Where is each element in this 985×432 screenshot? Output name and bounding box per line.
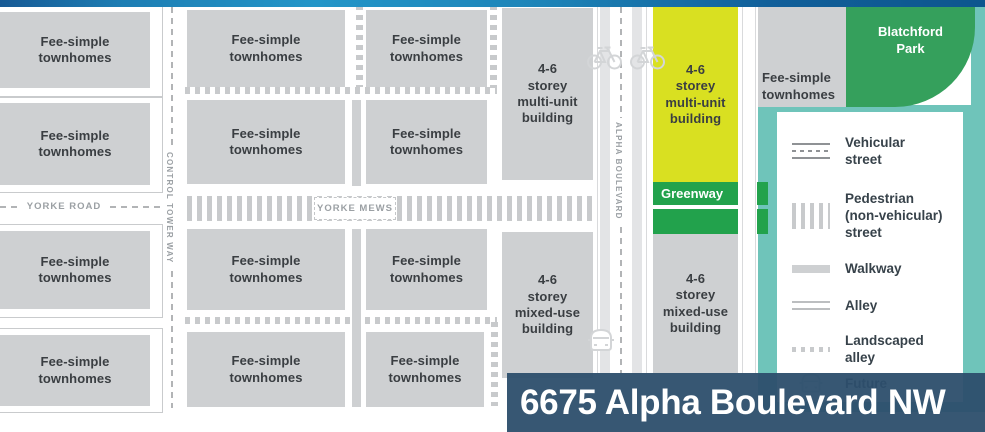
townhome-block: Fee-simple townhomes	[187, 229, 345, 310]
greenway-band	[653, 182, 738, 205]
greenway-band	[757, 182, 768, 205]
townhome-block: Fee-simple townhomes	[187, 100, 345, 184]
street-edge	[646, 7, 647, 373]
bicycle-icon	[586, 43, 623, 71]
legend-row-landscaped-alley: Landscaped alley	[789, 332, 924, 366]
alpha-boulevard-label: ALPHA BOULEVARD	[613, 118, 624, 224]
street-edge	[597, 7, 598, 373]
yorke-road-label: YORKE ROAD	[22, 199, 106, 214]
landscaped-alley	[185, 87, 497, 94]
multi-unit-building-block: 4-6 storey multi-unit building	[502, 8, 593, 180]
greenway-band	[653, 209, 738, 234]
legend-label: Pedestrian (non-vehicular) street	[845, 191, 943, 240]
townhome-block: Fee-simple townhomes	[758, 7, 846, 107]
legend-row-pedestrian-street: Pedestrian (non-vehicular) street	[789, 190, 943, 241]
townhome-block: Fee-simple townhomes	[0, 103, 150, 185]
legend-label: Vehicular street	[845, 135, 906, 167]
legend-row-alley: Alley	[789, 297, 877, 314]
vehicular-street-symbol	[789, 143, 833, 159]
walkway	[352, 100, 361, 186]
landscaped-alley	[490, 5, 497, 88]
legend-panel: Vehicular street Pedestrian (non-vehicul…	[777, 112, 963, 402]
landscaped-alley	[356, 5, 363, 87]
greenway-label: Greenway	[661, 186, 724, 201]
legend-row-vehicular-street: Vehicular street	[789, 134, 905, 168]
address-banner: 6675 Alpha Boulevard NW	[507, 373, 985, 432]
blatchford-park-label: Blatchford Park	[878, 24, 943, 56]
greenway-band	[757, 209, 768, 234]
alpha-boulevard-lane	[632, 7, 642, 373]
townhome-block: Fee-simple townhomes	[366, 332, 484, 407]
landscaped-alley	[185, 317, 497, 324]
townhome-block: Fee-simple townhomes	[366, 229, 487, 310]
townhome-block: Fee-simple townhomes	[366, 100, 487, 184]
townhome-block: Fee-simple townhomes	[0, 231, 150, 309]
car-icon	[585, 325, 617, 355]
walkway	[352, 229, 361, 407]
mixed-use-building-block: 4-6 storey mixed-use building	[653, 234, 738, 373]
top-boulevard-bar	[0, 0, 985, 7]
street-edge	[755, 7, 756, 373]
mixed-use-building-block: 4-6 storey mixed-use building	[502, 232, 593, 378]
alley-symbol	[789, 301, 833, 310]
control-tower-way-label: CONTROL TOWER WAY	[164, 148, 175, 268]
legend-row-walkway: Walkway	[789, 260, 902, 277]
legend-label: Walkway	[845, 261, 902, 276]
landscaped-alley-symbol	[789, 346, 833, 352]
bicycle-icon	[629, 43, 666, 71]
landscaped-alley	[491, 322, 498, 406]
townhome-block: Fee-simple townhomes	[366, 10, 487, 87]
street-edge	[742, 7, 743, 373]
legend-label: Alley	[845, 298, 878, 313]
townhome-block: Fee-simple townhomes	[187, 10, 345, 87]
legend-label: Landscaped alley	[845, 333, 924, 365]
multi-unit-building-block-highlighted: 4-6 storey multi-unit building	[653, 7, 738, 182]
townhome-block: Fee-simple townhomes	[187, 332, 345, 407]
townhome-block: Fee-simple townhomes	[0, 12, 150, 88]
pedestrian-street-symbol	[789, 202, 833, 229]
walkway-symbol	[789, 264, 833, 273]
townhome-block: Fee-simple townhomes	[0, 335, 150, 406]
yorke-mews-label: YORKE MEWS	[314, 197, 396, 220]
alpha-boulevard-lane	[600, 7, 610, 373]
